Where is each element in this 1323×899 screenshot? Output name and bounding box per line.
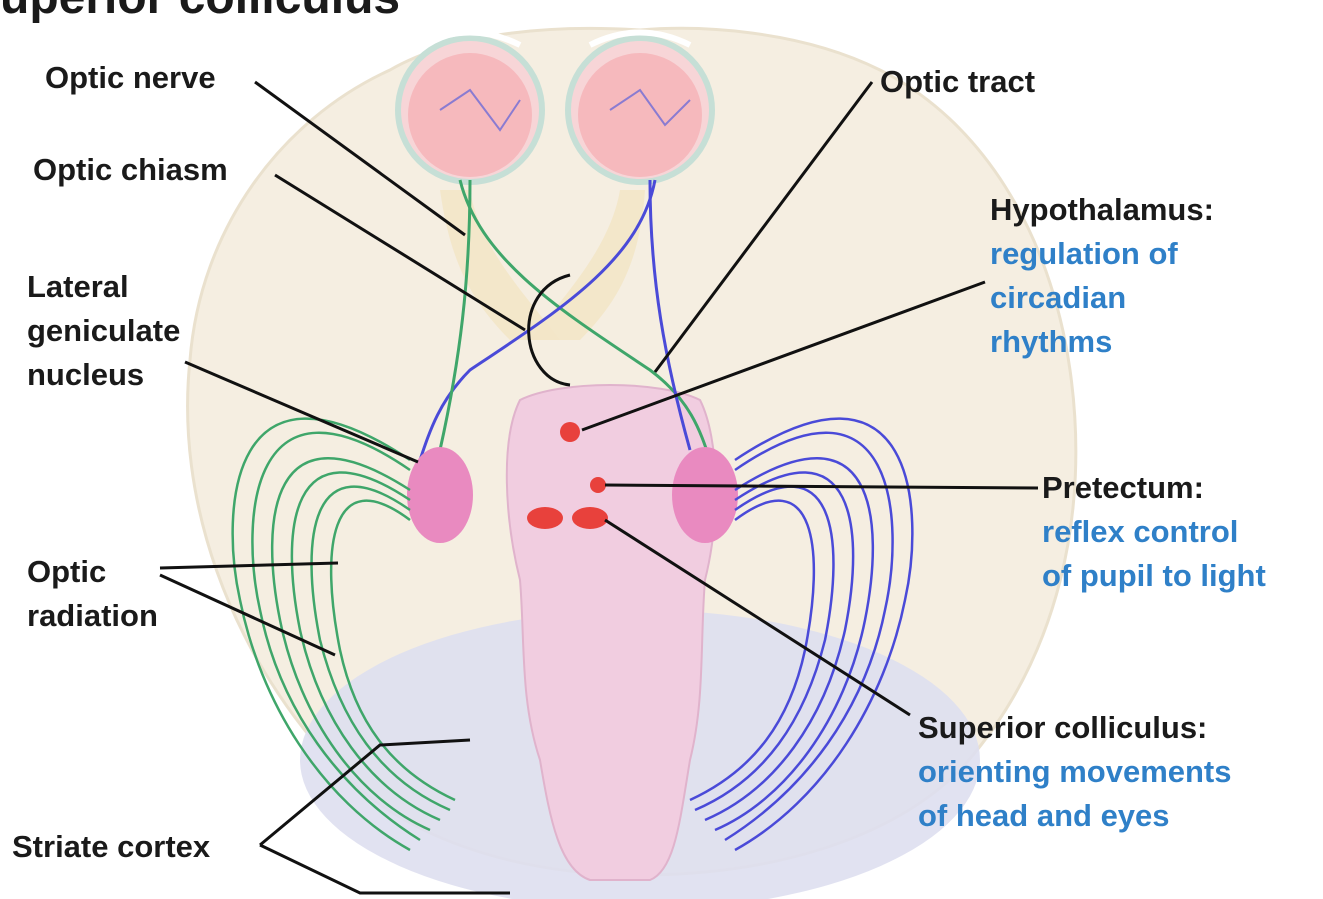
left-eye [398, 33, 542, 183]
label-pretectum: Pretectum: reflex control of pupil to li… [1042, 466, 1266, 598]
superior-colliculus-left [527, 507, 563, 529]
label-hypothalamus: Hypothalamus: regulation of circadian rh… [990, 188, 1214, 364]
label-superior-colliculus: Superior colliculus: orienting movements… [918, 706, 1232, 838]
label-optic-nerve: Optic nerve [45, 56, 216, 100]
label-optic-tract: Optic tract [880, 60, 1035, 104]
pretectum-dot [590, 477, 606, 493]
label-optic-radiation: Optic radiation [27, 550, 158, 638]
hypothalamus-dot [560, 422, 580, 442]
label-lateral-geniculate-nucleus: Lateral geniculate nucleus [27, 265, 180, 397]
right-eye [568, 33, 712, 183]
lgn-right [672, 447, 738, 543]
label-optic-chiasm: Optic chiasm [33, 148, 228, 192]
label-striate-cortex: Striate cortex [12, 825, 210, 869]
superior-colliculus-right [572, 507, 608, 529]
